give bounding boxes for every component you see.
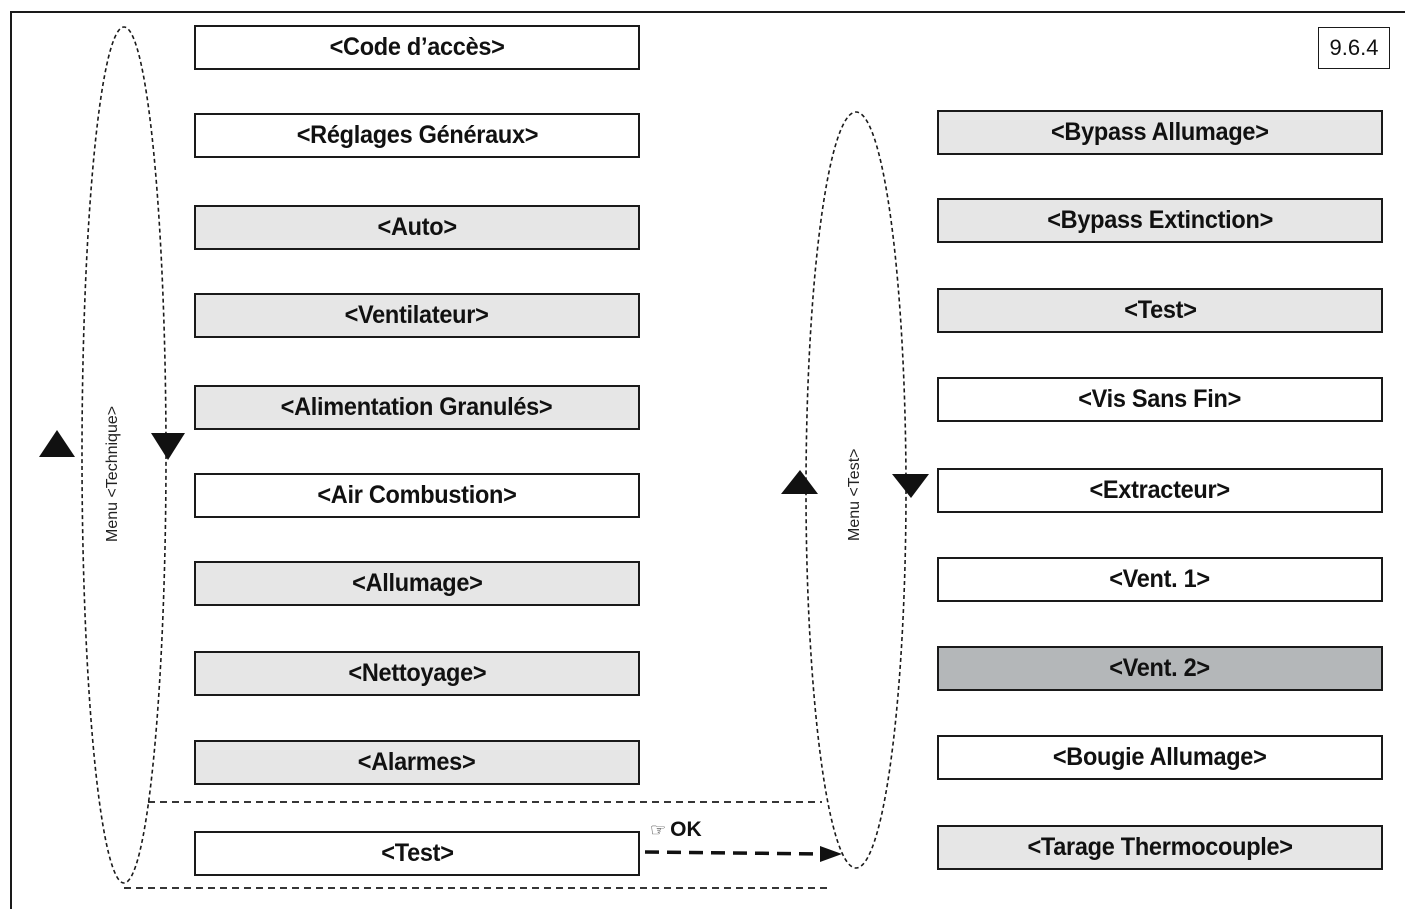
menu-item-bypass-extinction[interactable]: <Bypass Extinction>: [937, 198, 1383, 243]
ok-action: ☞ OK: [650, 818, 702, 842]
technique-loop: [81, 26, 167, 884]
menu-item-test[interactable]: <Test>: [937, 288, 1383, 333]
menu-item-nettoyage[interactable]: <Nettoyage>: [194, 651, 640, 696]
menu-item-air-combustion[interactable]: <Air Combustion>: [194, 473, 640, 518]
menu-item-alarmes[interactable]: <Alarmes>: [194, 740, 640, 785]
test-menu-label: Menu <Test>: [846, 448, 863, 542]
menu-item-auto[interactable]: <Auto>: [194, 205, 640, 250]
menu-item-vent-2[interactable]: <Vent. 2>: [937, 646, 1383, 691]
menu-item-alimentation-granules[interactable]: <Alimentation Granulés>: [194, 385, 640, 430]
right-arrow-icon: [820, 846, 842, 862]
pointing-hand-icon: ☞: [650, 819, 667, 840]
menu-item-bypass-allumage[interactable]: <Bypass Allumage>: [937, 110, 1383, 155]
down-arrow-icon: [151, 433, 185, 460]
menu-item-code-acces[interactable]: <Code d’accès>: [194, 25, 640, 70]
menu-item-reglages-generaux[interactable]: <Réglages Généraux>: [194, 113, 640, 158]
ok-label: OK: [670, 818, 702, 841]
menu-item-allumage[interactable]: <Allumage>: [194, 561, 640, 606]
menu-item-bougie-allumage[interactable]: <Bougie Allumage>: [937, 735, 1383, 780]
page-reference: 9.6.4: [1318, 27, 1390, 69]
menu-item-vent-1[interactable]: <Vent. 1>: [937, 557, 1383, 602]
ok-arrow-line: [644, 850, 826, 856]
menu-item-test[interactable]: <Test>: [194, 831, 640, 876]
up-arrow-icon: [781, 470, 818, 494]
menu-item-vis-sans-fin[interactable]: <Vis Sans Fin>: [937, 377, 1383, 422]
menu-item-extracteur[interactable]: <Extracteur>: [937, 468, 1383, 513]
technique-menu-label: Menu <Technique>: [104, 405, 121, 542]
menu-item-tarage-thermocouple[interactable]: <Tarage Thermocouple>: [937, 825, 1383, 870]
down-arrow-icon: [892, 474, 929, 498]
menu-item-ventilateur[interactable]: <Ventilateur>: [194, 293, 640, 338]
diagram-frame: [10, 11, 1405, 909]
up-arrow-icon: [39, 430, 75, 457]
